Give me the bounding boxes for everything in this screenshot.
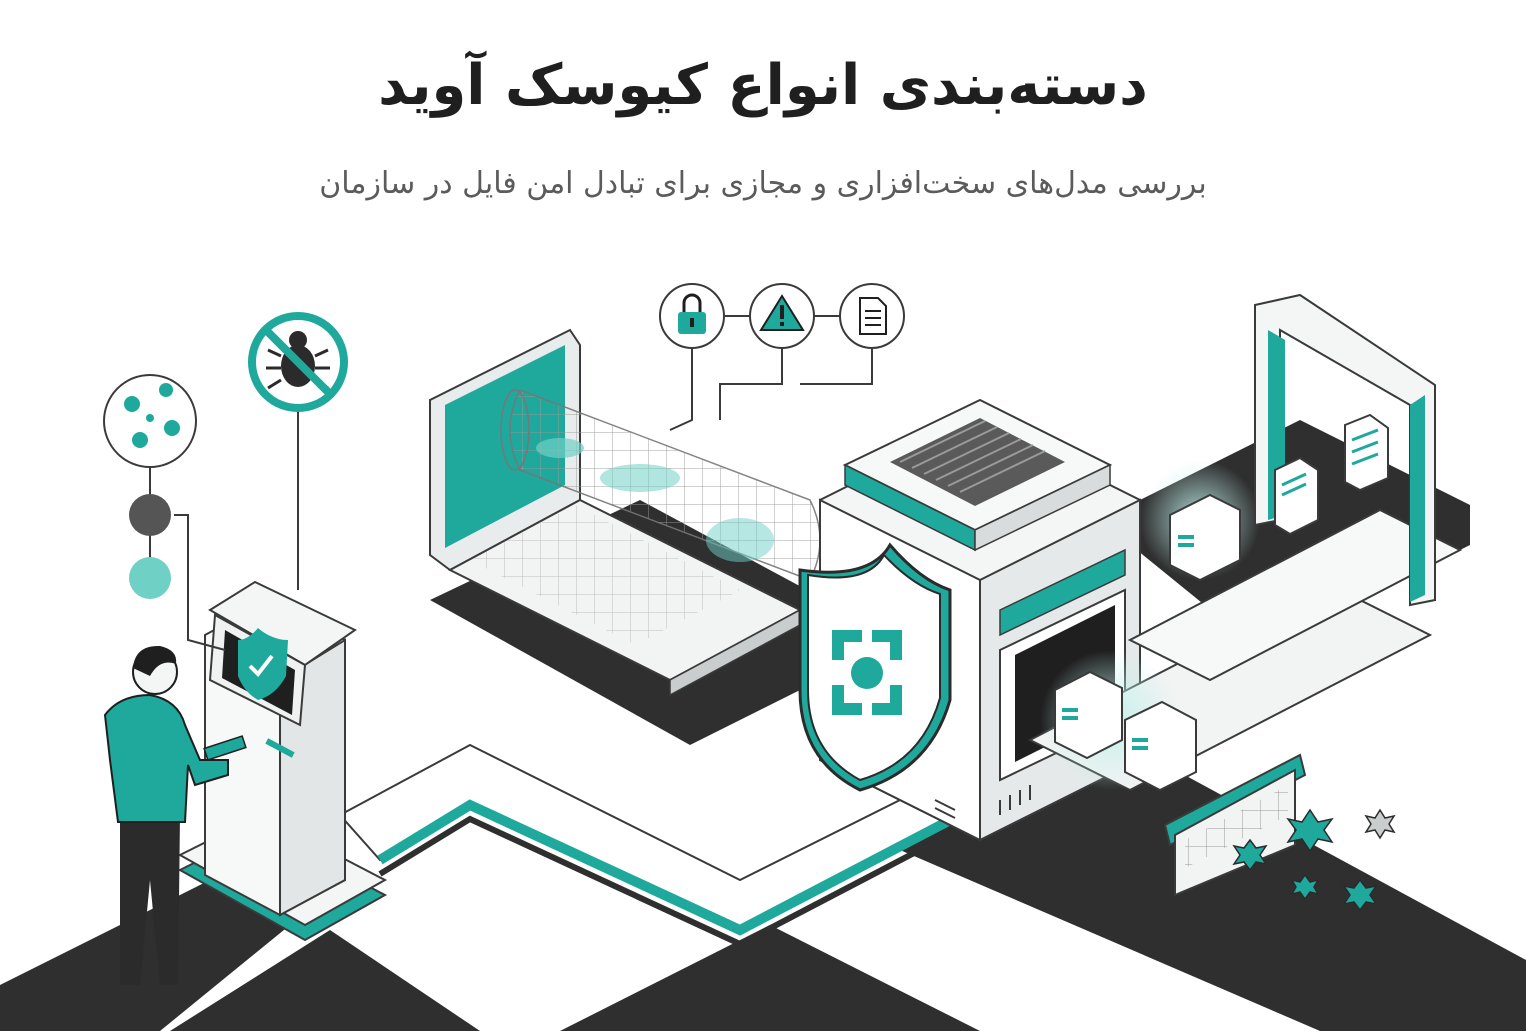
- status-dot-teal: [129, 557, 171, 599]
- document-icon: [839, 283, 905, 349]
- document-icon: [1274, 456, 1319, 536]
- person-user: [103, 645, 247, 985]
- page-title: دسته‌بندی انواع کیوسک آوید: [378, 53, 1148, 118]
- shield-scan-icon: [798, 542, 952, 792]
- no-bug-icon: [248, 312, 348, 412]
- kiosk-connector-lines: [149, 408, 299, 651]
- virus-particles: [1232, 808, 1396, 912]
- document-icon: [1344, 413, 1389, 492]
- warning-icon: [749, 283, 815, 349]
- scan-tunnel: [500, 389, 821, 581]
- file-box-3: [1124, 700, 1197, 792]
- lock-icon: [659, 283, 725, 349]
- reject-vent: [1163, 753, 1307, 897]
- laptop: [429, 328, 803, 697]
- output-conveyor: [1027, 460, 1463, 792]
- virus-cluster-icon: [103, 374, 197, 468]
- page-subtitle: بررسی مدل‌های سخت‌افزاری و مجازی برای تب…: [319, 166, 1207, 201]
- exit-gate: [1254, 293, 1436, 607]
- status-dot-dark: [129, 494, 171, 536]
- hardware-kiosk: [177, 580, 388, 942]
- icon-connector-lines: [669, 315, 873, 431]
- file-box-2: [1054, 670, 1123, 760]
- checkmark-shield-icon: [238, 628, 288, 700]
- file-box-1: [1169, 493, 1241, 582]
